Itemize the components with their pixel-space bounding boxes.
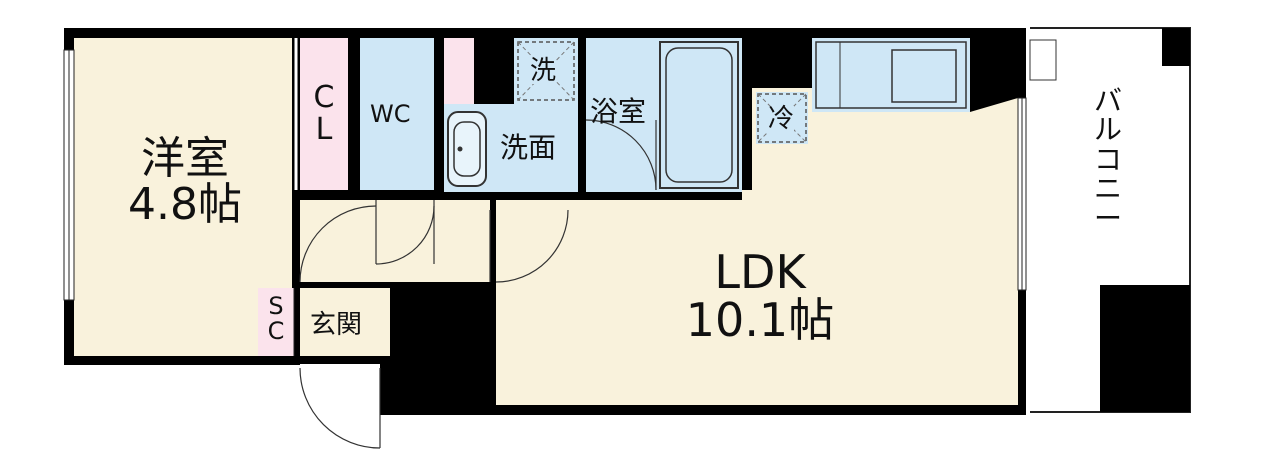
- wash-cabinet: [444, 38, 474, 104]
- toilet-label: WC: [370, 100, 411, 128]
- front-door-opening: [300, 364, 380, 370]
- shoe-closet-line2: C: [267, 317, 285, 346]
- bathtub: [659, 41, 739, 189]
- balcony-char-4: ニ: [1093, 172, 1122, 206]
- balcony-label: バ ル コ ニ ー: [1088, 86, 1128, 233]
- kitchen-counter: [812, 38, 970, 112]
- sink: [447, 111, 487, 187]
- western-room-name: 洋室: [141, 133, 229, 184]
- bathroom-label: 浴室: [590, 95, 647, 128]
- shoe-closet-line1: S: [268, 292, 284, 320]
- ldk-size: 10.1帖: [685, 293, 835, 348]
- western-room-size: 4.8帖: [128, 179, 242, 231]
- shoe-closet-label: S C: [260, 292, 292, 346]
- ldk-floor: [496, 88, 1018, 405]
- western-room-floor: [74, 38, 292, 356]
- washroom-label: 洗面: [500, 131, 557, 164]
- balcony-char-1: バ: [1093, 84, 1122, 117]
- balcony-char-2: ル: [1093, 113, 1122, 147]
- balcony-char-5: ー: [1093, 201, 1122, 235]
- front-door-swing: [299, 367, 381, 449]
- closet-label: C L: [304, 82, 344, 145]
- ldk-name: LDK: [714, 245, 806, 299]
- shoe-closet-area: [258, 288, 294, 356]
- fridge-space-label: 冷: [768, 104, 795, 134]
- kitchen-sink: [891, 49, 957, 103]
- western-room-label: 洋室 4.8帖: [100, 133, 270, 231]
- entrance-floor: [300, 288, 390, 356]
- hallway-floor: [300, 200, 490, 282]
- entrance-label: 玄関: [310, 310, 363, 340]
- bathroom-area: [586, 38, 742, 192]
- closet-label-line1: C: [313, 80, 335, 115]
- closet-label-line2: L: [315, 111, 333, 147]
- toilet-area: [360, 38, 434, 190]
- balcony-pillar-top: [1162, 28, 1190, 66]
- ldk-label: LDK 10.1帖: [660, 248, 860, 345]
- balcony-pillar-bottom: [1100, 285, 1190, 412]
- washer-space-label: 洗: [530, 56, 557, 86]
- balcony-char-3: コ: [1093, 142, 1122, 176]
- closet-area: [300, 38, 348, 190]
